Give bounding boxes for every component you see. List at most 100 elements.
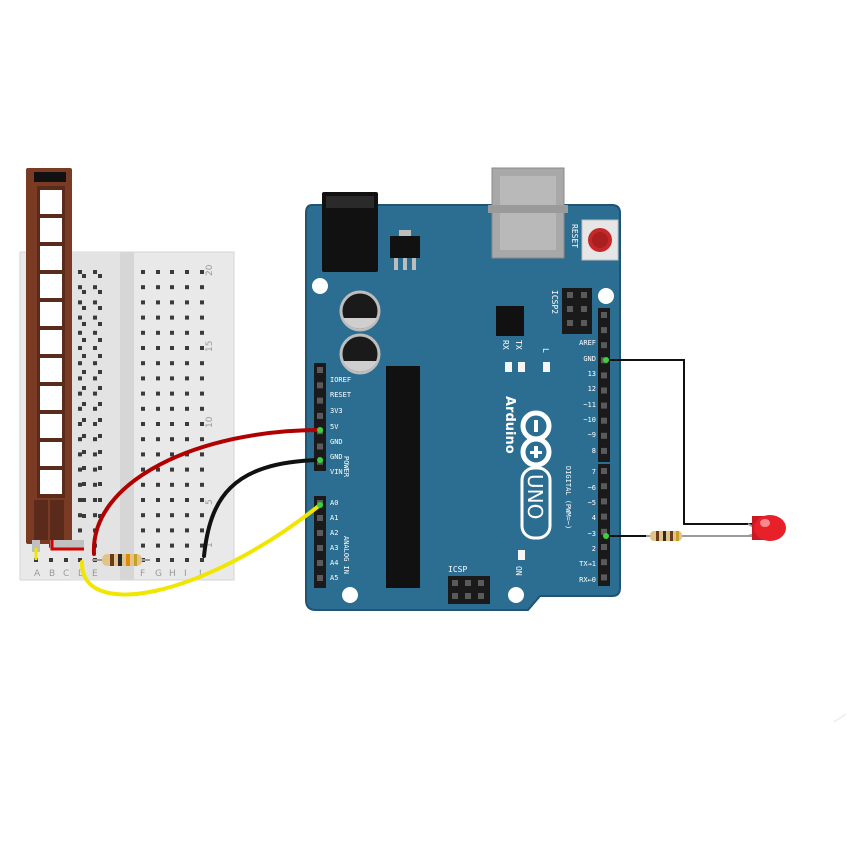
breadboard-hole bbox=[141, 391, 145, 396]
icsp-label: ICSP bbox=[448, 565, 467, 574]
pin-label-gnd-2: GND bbox=[330, 453, 343, 461]
breadboard-hole bbox=[156, 270, 160, 274]
rail-hole bbox=[98, 450, 102, 454]
rail-hole bbox=[98, 290, 102, 294]
column-letter-a: A bbox=[34, 569, 41, 579]
pin-label-9: ~9 bbox=[588, 431, 596, 439]
pin-label-a5: A5 bbox=[330, 574, 338, 582]
breadboard-resistor bbox=[92, 554, 150, 566]
reset-label: RESET bbox=[570, 224, 579, 248]
breadboard-hole bbox=[141, 422, 145, 426]
header-pin bbox=[601, 528, 607, 535]
flex-segment bbox=[40, 246, 62, 270]
pin-label-8: 8 bbox=[592, 447, 596, 455]
rail-hole bbox=[98, 274, 102, 278]
analog-header-title: ANALOG IN bbox=[342, 536, 350, 574]
breadboard-hole bbox=[185, 346, 189, 350]
breadboard-hole bbox=[170, 406, 174, 411]
rail-hole bbox=[98, 386, 102, 390]
breadboard-hole bbox=[170, 558, 174, 562]
mounting-hole bbox=[508, 587, 524, 603]
flex-segment bbox=[40, 414, 62, 438]
breadboard-hole bbox=[185, 315, 189, 320]
on-label: ON bbox=[514, 566, 523, 576]
header-pin bbox=[601, 417, 607, 424]
column-letter-i: I bbox=[184, 569, 187, 579]
breadboard-hole bbox=[200, 361, 204, 366]
breadboard-hole bbox=[185, 300, 189, 305]
stray-mark bbox=[833, 713, 847, 723]
pin-label-aref: AREF bbox=[579, 339, 596, 347]
header-pin bbox=[601, 372, 607, 379]
breadboard-hole bbox=[78, 528, 82, 533]
rail-hole bbox=[82, 434, 86, 438]
breadboard-hole bbox=[170, 422, 174, 426]
icsp-pin bbox=[567, 306, 573, 312]
breadboard-hole bbox=[200, 558, 204, 562]
breadboard-hole bbox=[78, 482, 82, 487]
mounting-hole bbox=[342, 587, 358, 603]
connection-point bbox=[603, 357, 609, 363]
rail-hole bbox=[98, 354, 102, 358]
header-pin bbox=[601, 312, 607, 318]
header-pin bbox=[601, 387, 607, 394]
capacitor bbox=[339, 333, 381, 375]
header-pin bbox=[601, 574, 607, 581]
flex-segment bbox=[40, 470, 62, 494]
header-pin bbox=[601, 559, 607, 566]
breadboard-hole bbox=[170, 467, 174, 472]
icsp-pin bbox=[452, 593, 458, 599]
breadboard-hole bbox=[78, 361, 82, 366]
tx-led bbox=[518, 362, 525, 372]
pin-label-10: ~10 bbox=[583, 416, 596, 424]
breadboard-hole bbox=[93, 437, 97, 442]
breadboard-hole bbox=[78, 376, 82, 381]
flex-segment bbox=[40, 386, 62, 410]
icsp-pin bbox=[465, 580, 471, 586]
digital-header-title: DIGITAL (PWM=~) bbox=[564, 466, 572, 529]
breadboard-hole bbox=[170, 330, 174, 335]
breadboard-hole bbox=[156, 543, 160, 548]
breadboard-hole bbox=[156, 391, 160, 396]
breadboard-hole bbox=[156, 361, 160, 366]
breadboard-hole bbox=[170, 300, 174, 305]
breadboard-hole bbox=[141, 528, 145, 533]
icsp-pin bbox=[567, 292, 573, 298]
reset-button[interactable] bbox=[581, 219, 619, 261]
column-letter-b: B bbox=[49, 569, 55, 579]
voltage-regulator bbox=[390, 230, 420, 270]
header-pin bbox=[317, 367, 323, 373]
breadboard-hole bbox=[200, 376, 204, 381]
l-led-label: L bbox=[541, 348, 550, 353]
flex-segment bbox=[40, 190, 62, 214]
column-letter-e: E bbox=[92, 569, 98, 579]
breadboard-hole bbox=[185, 558, 189, 562]
pin-label-2: 2 bbox=[592, 545, 596, 553]
breadboard-hole bbox=[170, 376, 174, 381]
breadboard-hole bbox=[156, 422, 160, 426]
rail-hole bbox=[98, 338, 102, 342]
column-letter-h: H bbox=[169, 569, 176, 579]
breadboard-hole bbox=[78, 330, 82, 335]
column-letter-f: F bbox=[140, 569, 145, 579]
power-header bbox=[314, 363, 326, 471]
breadboard-hole bbox=[93, 406, 97, 411]
breadboard-hole bbox=[200, 391, 204, 396]
header-pin bbox=[317, 382, 323, 389]
flex-segment bbox=[40, 302, 62, 326]
breadboard-hole bbox=[93, 270, 97, 274]
breadboard-hole bbox=[156, 406, 160, 411]
pin-label-a0: A0 bbox=[330, 499, 338, 507]
pin-label-7: 7 bbox=[592, 468, 596, 476]
led-resistor bbox=[646, 531, 752, 541]
breadboard-hole bbox=[200, 300, 204, 305]
column-letter-c: C bbox=[63, 569, 69, 579]
breadboard-hole bbox=[78, 467, 82, 472]
breadboard-hole bbox=[156, 467, 160, 472]
arduino-uno-board: RESET ICSP2 TX RX L Arduino bbox=[305, 167, 621, 611]
breadboard-hole bbox=[200, 498, 204, 502]
breadboard-hole bbox=[156, 330, 160, 335]
mounting-hole bbox=[312, 278, 328, 294]
connection-point bbox=[317, 457, 323, 463]
breadboard-hole bbox=[156, 285, 160, 290]
